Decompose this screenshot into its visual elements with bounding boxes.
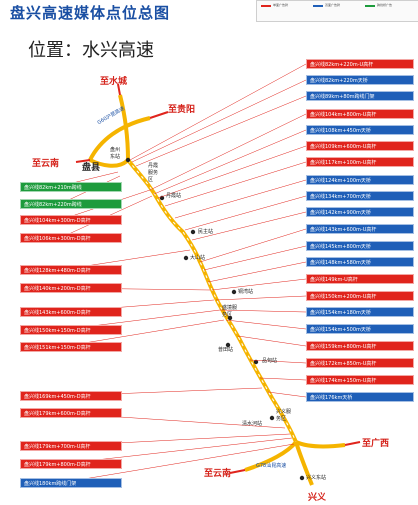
media-point-left[interactable]: 盘兴线143km+600m-D高杆 xyxy=(20,307,122,317)
putian-station-label: 普田站 xyxy=(218,347,234,353)
media-point-right[interactable]: 盘兴线108km+450m天桥 xyxy=(306,125,414,135)
media-point-right[interactable]: 盘兴线104km+800m-U高杆 xyxy=(306,109,414,119)
map-legend: 单面广告牌 双面广告牌 跨线桥广告 xyxy=(256,0,418,22)
danxia-service-label: 丹霞服务区 xyxy=(148,163,159,183)
media-point-right[interactable]: 盘兴线174km+150m-U高杆 xyxy=(306,375,414,385)
media-point-right[interactable]: 盘兴线145km+800m天桥 xyxy=(306,241,414,251)
media-point-right[interactable]: 盘兴线134km+700m天桥 xyxy=(306,191,414,201)
media-point-right[interactable]: 盘兴线176km天桥 xyxy=(306,392,414,402)
media-point-left[interactable]: 盘兴线179km+700m-U高杆 xyxy=(20,441,122,451)
to-guiyang-label: 至贵阳 xyxy=(168,105,196,115)
legend-swatch-red xyxy=(261,5,271,7)
location-subtitle: 位置：水兴高速 xyxy=(28,40,154,61)
media-point-right[interactable]: 盘兴线148km+580m天桥 xyxy=(306,257,414,267)
legend-label: 单面广告牌 xyxy=(273,3,289,7)
pingdian-station-label: 品甸站 xyxy=(262,358,278,364)
panzhou-east-label: 盘州东站 xyxy=(110,147,121,160)
panxian-label: 盘县 xyxy=(82,163,101,173)
media-point-right[interactable]: 盘兴线159km+800m-U高杆 xyxy=(306,341,414,351)
media-point-right[interactable]: 盘兴线143km+600m-U高杆 xyxy=(306,224,414,234)
to-yunnan-top-label: 至云南 xyxy=(32,159,60,169)
legend-swatch-blue xyxy=(313,5,323,7)
media-point-right[interactable]: 盘兴线150km+200m-U高杆 xyxy=(306,291,414,301)
to-shuicheng-label: 至水城 xyxy=(100,77,128,87)
media-point-right[interactable]: 盘兴线154km+500m天桥 xyxy=(306,324,414,334)
interchange-south xyxy=(244,440,346,486)
media-point-right[interactable]: 盘兴线124km+100m天桥 xyxy=(306,175,414,185)
highway-route xyxy=(126,158,298,443)
media-point-right[interactable]: 盘兴线82km+220m-U高杆 xyxy=(306,59,414,69)
media-point-left[interactable]: 盘兴线179km+800m-D高杆 xyxy=(20,459,122,469)
media-point-right[interactable]: 盘兴线142km+900m天桥 xyxy=(306,207,414,217)
media-point-left[interactable]: 盘兴线82km+220m跨线 xyxy=(20,199,122,209)
media-point-left[interactable]: 盘兴线150km+150m-D高杆 xyxy=(20,325,122,335)
legend-swatch-green xyxy=(365,5,375,7)
media-point-left[interactable]: 盘兴线106km+300m-D高杆 xyxy=(20,233,122,243)
legend-label: 双面广告牌 xyxy=(325,3,341,7)
media-point-right[interactable]: 盘兴线154km+180m天桥 xyxy=(306,307,414,317)
leader-lines-right xyxy=(129,63,307,398)
minzhu-station-label: 民主站 xyxy=(198,229,214,235)
media-point-left[interactable]: 盘兴线180km跨线门架 xyxy=(20,478,122,488)
media-point-left[interactable]: 盘兴线128km+480m-D高杆 xyxy=(20,265,122,275)
media-point-left[interactable]: 盘兴线140km+200m-D高杆 xyxy=(20,283,122,293)
g78-road-label: G78汕昆高速 xyxy=(256,463,287,469)
to-guangxi-label: 至广西 xyxy=(362,439,390,449)
xingyi-service-label: 兴义服务区 xyxy=(276,409,292,422)
media-point-right[interactable]: 盘兴线117km+100m-U高杆 xyxy=(306,157,414,167)
media-point-left[interactable]: 盘兴线179km+600m-D高杆 xyxy=(20,408,122,418)
media-point-right[interactable]: 盘兴线82km+220m天桥 xyxy=(306,75,414,85)
media-point-right[interactable]: 盘兴线172km+850m-U高杆 xyxy=(306,358,414,368)
qingshuihe-station-label: 清水河站 xyxy=(242,421,263,427)
page-title: 盘兴高速媒体点位总图 xyxy=(10,4,171,22)
dashan-station-label: 大山站 xyxy=(190,255,206,261)
leader-lines-left xyxy=(59,171,295,484)
media-point-left[interactable]: 盘兴线82km+210m跨线 xyxy=(20,182,122,192)
media-point-left[interactable]: 盘兴线151km+150m-D高杆 xyxy=(20,342,122,352)
to-yunnan-bottom-label: 至云南 xyxy=(204,469,232,479)
xingyi-city-label: 兴义 xyxy=(308,493,327,503)
media-point-left[interactable]: 盘兴线169km+450m-D高杆 xyxy=(20,391,122,401)
interchange-north xyxy=(88,94,151,168)
xingyi-east-label: 兴义东站 xyxy=(306,475,327,481)
media-point-right[interactable]: 盘兴线89km+80m跨线门架 xyxy=(306,91,414,101)
danxia-station-label: 丹霞站 xyxy=(166,193,182,199)
media-point-right[interactable]: 盘兴线149km-U高杆 xyxy=(306,274,414,284)
media-point-left[interactable]: 盘兴线104km+300m-D高杆 xyxy=(20,215,122,225)
tongwan-station-label: 铜湾站 xyxy=(238,289,254,295)
media-point-right[interactable]: 盘兴线109km+600m-U高杆 xyxy=(306,141,414,151)
shengjing-service-label: 盛境服务区 xyxy=(222,305,238,318)
legend-label: 跨线桥广告 xyxy=(377,3,393,7)
